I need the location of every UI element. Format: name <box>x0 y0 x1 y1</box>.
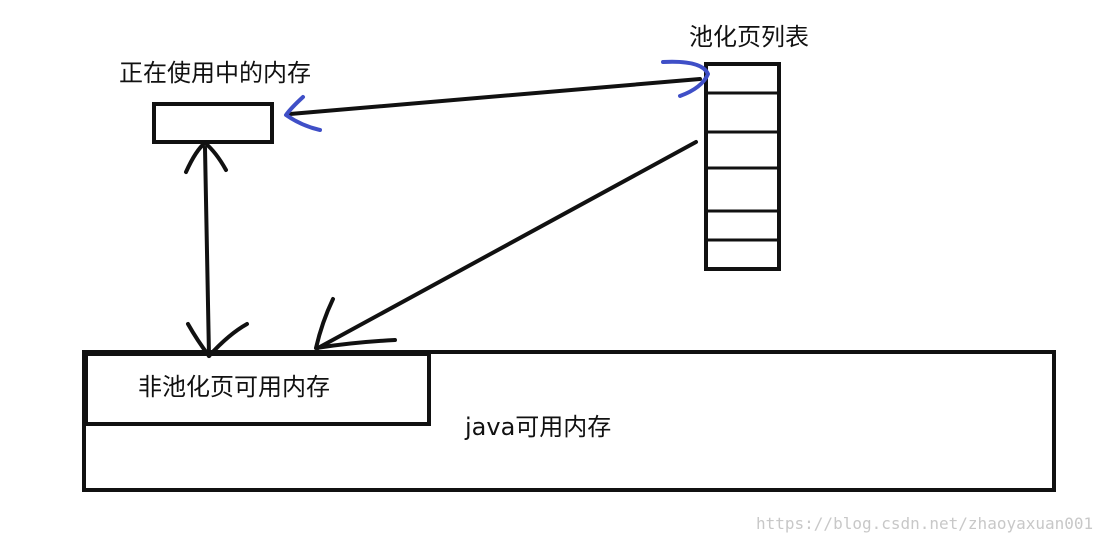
pool-to-in-use-arrow <box>288 77 702 116</box>
java-memory-label: java可用内存 <box>465 413 612 441</box>
in-use-memory-box <box>152 102 274 144</box>
double-arrow-top-head <box>184 141 228 174</box>
pool-to-non-pooled-arrowhead <box>314 297 397 350</box>
non-pooled-memory-label: 非池化页可用内存 <box>138 373 330 401</box>
pool-page-list-label: 池化页列表 <box>689 23 809 51</box>
pool-to-in-use-arrowhead <box>284 95 322 132</box>
in-use-memory-label: 正在使用中的内存 <box>119 59 311 87</box>
pool-page-list-column <box>704 62 781 271</box>
double-arrow-shaft <box>203 146 211 358</box>
pool-to-non-pooled-shaft <box>316 140 698 350</box>
non-pooled-memory-box <box>84 352 431 426</box>
in-use-to-non-pooled-double-arrow <box>184 141 249 358</box>
double-arrow-bottom-head <box>186 322 249 358</box>
pool-to-non-pooled-arrow <box>314 140 698 350</box>
pool-to-in-use-shaft <box>288 77 702 116</box>
pool-list-hook-mark <box>661 59 710 98</box>
watermark-url: https://blog.csdn.net/zhaoyaxuan001 <box>756 514 1094 533</box>
